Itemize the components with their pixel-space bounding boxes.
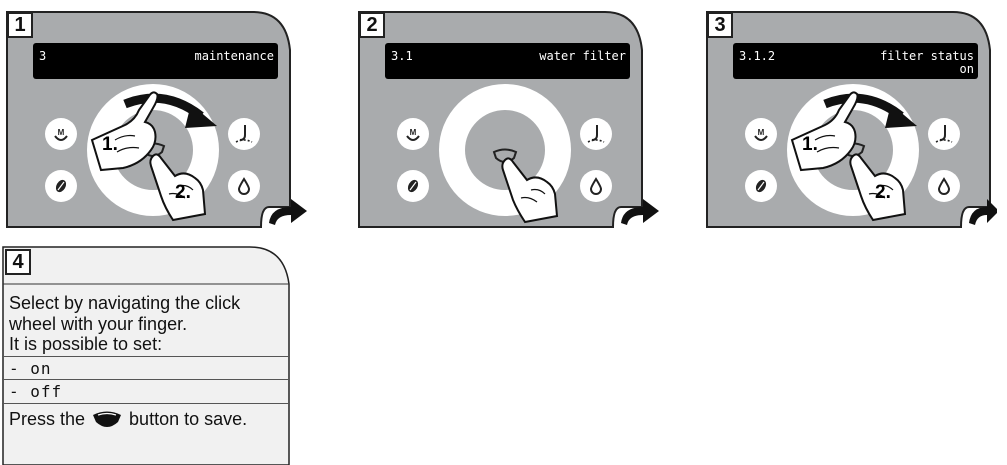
hand-pointer [357,10,648,229]
option-on: - on [9,359,284,380]
hand-pointer [5,10,296,229]
cup-icon [90,406,124,430]
instruction-text: Select by navigating the click wheel wit… [9,293,284,355]
option-off: - off [9,382,284,403]
instruction-line: wheel with your finger. [9,314,284,335]
save-instruction: Press the button to save. [9,406,284,430]
hand-pointer [705,10,996,229]
step-panel-2: 2 3.1 water filter M [357,10,648,229]
step-panel-1: 1 3 maintenance M [5,10,296,229]
save-instruction-after: button to save. [124,409,247,429]
next-arrow-icon [619,195,661,227]
hand-label-2: 2. [175,182,191,204]
hand-label-2: 2. [875,182,891,204]
instruction-line: Select by navigating the click [9,293,284,314]
save-instruction-before: Press the [9,409,90,429]
next-arrow-icon [267,195,309,227]
step-panel-3: 3 3.1.2 filter status on M [705,10,996,229]
instruction-line: It is possible to set: [9,334,284,355]
next-arrow-icon [967,195,997,227]
step-number: 4 [5,249,31,275]
instruction-panel-4: 4 Select by navigating the click wheel w… [2,246,291,465]
